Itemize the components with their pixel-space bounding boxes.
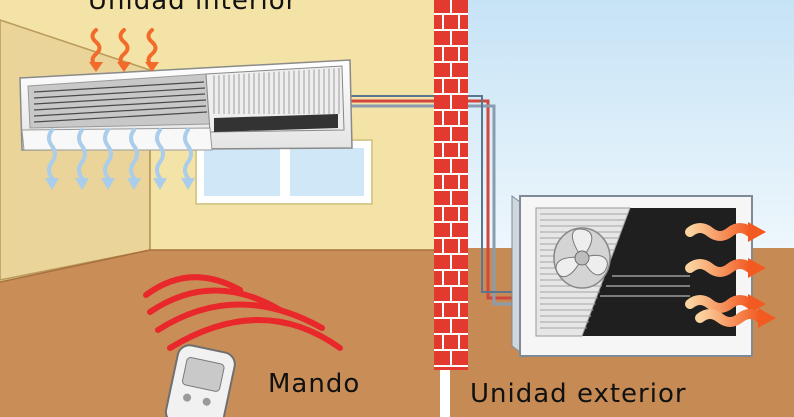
outdoor-unit-label: Unidad exterior [470,379,687,409]
window [195,139,373,205]
remote-signal-icon [143,274,343,351]
indoor-unit-fan-slot [214,114,338,132]
cold-air-arrow-icon [45,128,195,190]
indoor-room [0,0,440,417]
indoor-unit-label: Unidad interior [88,0,298,16]
hot-air-arrow-icon [685,222,776,328]
indoor-unit [19,59,353,151]
hot-air-arrow-icon [89,28,159,72]
remote-label: Mando [268,369,361,399]
indoor-floor [0,250,440,417]
remote-control [164,344,236,417]
fan-icon [553,227,611,289]
outdoor-unit-fins [600,275,690,297]
indoor-unit-grille [33,81,208,123]
refrigerant-pipes [350,95,528,306]
brick-wall [434,0,468,370]
